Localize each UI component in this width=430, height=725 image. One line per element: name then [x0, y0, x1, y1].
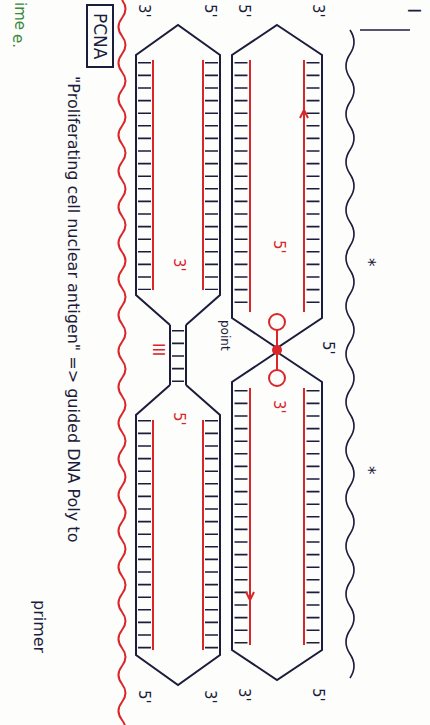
point-label: point [218, 320, 231, 351]
strand-end-label: 5' [202, 4, 219, 18]
note-fragment: e. [10, 34, 27, 48]
new-strands [153, 60, 308, 650]
note-fragment: primer [30, 600, 48, 653]
section-mark: I [404, 8, 424, 13]
definition-note: "Proliferating cell nuclear antigen" => … [64, 76, 82, 542]
strand-end-label: 3' [136, 4, 153, 18]
strand-end-label: 5' [310, 688, 327, 702]
strand-end-label: 5' [271, 240, 288, 254]
origin-point [272, 345, 282, 355]
wavy-divider [119, 0, 126, 725]
term-text: PCNA [90, 13, 110, 59]
edge-line [360, 29, 410, 31]
roman-numeral: III [150, 343, 167, 356]
strand-end-label: 5' [171, 412, 188, 426]
asterisk-mark: * [359, 258, 378, 267]
strand-end-label: 3' [271, 400, 288, 414]
strand-end-label: 5' [320, 341, 337, 355]
strand-end-label: 3' [202, 690, 219, 704]
strand-end-label: 5' [136, 690, 153, 704]
wavy-line [346, 30, 354, 678]
replication-bubbles [136, 25, 322, 685]
strand-end-label: 5' [236, 4, 253, 18]
strand-end-label: 3' [310, 4, 327, 18]
strand-end-label: 3' [236, 688, 253, 702]
base-pair-rungs [145, 62, 314, 650]
term-box: PCNA [86, 4, 114, 68]
note-fragment: ime [12, 2, 29, 30]
asterisk-mark: * [359, 466, 378, 475]
strand-end-label: 3' [171, 258, 188, 272]
